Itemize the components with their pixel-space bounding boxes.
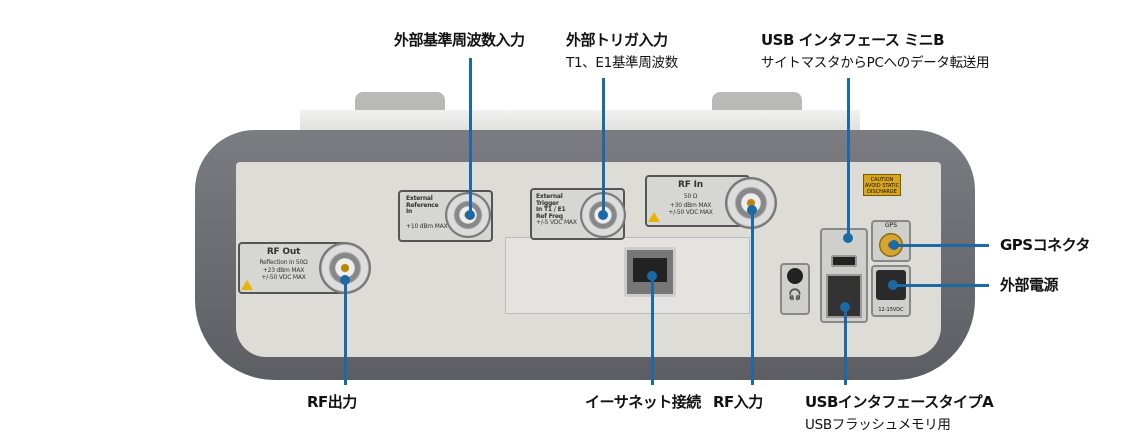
headphone-icon: 🎧 <box>788 288 802 301</box>
label-usb-mini: USB インタフェース ミニB <box>761 31 945 49</box>
callout-line <box>469 58 472 215</box>
label-ext-trigger-sub: T1、E1基準周波数 <box>566 55 678 71</box>
callout-line <box>844 307 847 385</box>
callout-dot <box>840 302 850 312</box>
label-ext-ref: 外部基準周波数入力 <box>394 31 525 49</box>
callout-dot <box>465 210 475 220</box>
caution-label: CAUTION AVOID STATIC DISCHARGE <box>863 174 901 196</box>
callout-dot <box>340 275 350 285</box>
callout-dot <box>747 205 757 215</box>
label-usb-a: USBインタフェースタイプA <box>805 393 994 411</box>
warning-icon <box>648 212 660 222</box>
label-rf-in: RF入力 <box>713 393 763 411</box>
label-ethernet: イーサネット接続 <box>585 393 701 411</box>
callout-dot <box>598 210 608 220</box>
callout-line <box>651 276 654 385</box>
warning-icon <box>241 280 253 290</box>
callout-line <box>344 280 347 385</box>
label-usb-a-sub: USBフラッシュメモリ用 <box>805 417 951 433</box>
callout-line <box>751 210 754 385</box>
callout-line <box>892 284 989 287</box>
callout-line <box>847 78 850 238</box>
callout-line <box>893 244 989 247</box>
callout-dot <box>843 233 853 243</box>
callout-dot <box>889 240 899 250</box>
callout-line <box>602 78 605 215</box>
label-power: 外部電源 <box>1000 276 1059 294</box>
callout-dot <box>647 271 657 281</box>
label-rf-out: RF出力 <box>307 393 357 411</box>
label-usb-mini-sub: サイトマスタからPCへのデータ転送用 <box>761 55 990 71</box>
usb-mini-port[interactable] <box>831 255 857 267</box>
label-ext-trigger: 外部トリガ入力 <box>566 31 668 49</box>
headphone-jack[interactable]: 🎧 <box>780 263 810 315</box>
label-gps: GPSコネクタ <box>1000 236 1091 254</box>
callout-dot <box>888 280 898 290</box>
